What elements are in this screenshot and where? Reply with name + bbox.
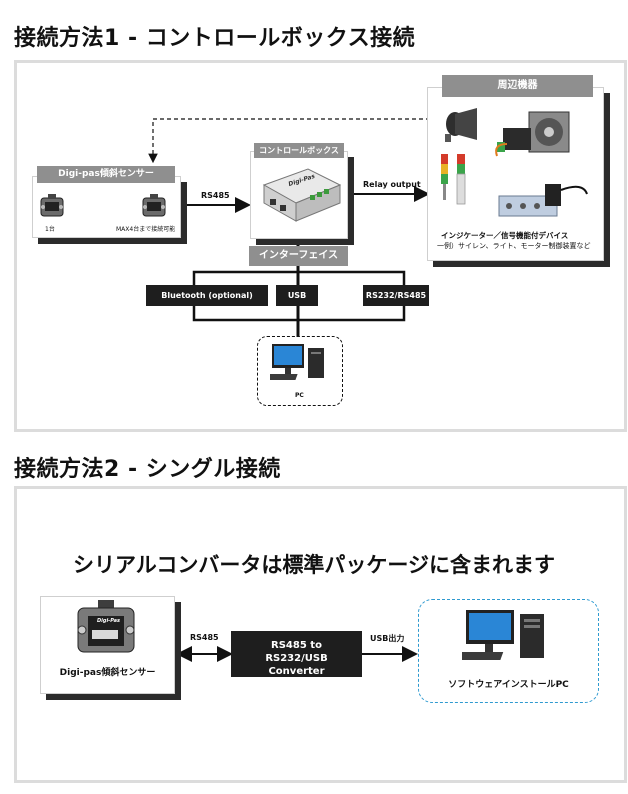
- sensor-caption-max: MAX4台まで接続可能: [116, 226, 176, 233]
- peripheral-caption-example: 一例）サイレン、ライト、モーター制御装置など: [437, 242, 591, 250]
- pc-box: [257, 336, 343, 406]
- control-box-title: コントロールボックス: [254, 143, 344, 158]
- interface-bluetooth: Bluetooth (optional): [146, 285, 268, 306]
- tilt-sensor-icon: [141, 194, 167, 220]
- peripheral-devices-illustration: [437, 104, 597, 226]
- stepper-motor-icon: [495, 111, 570, 157]
- solenoid-valve-icon: [498, 184, 588, 217]
- signal-tower-icon: [441, 154, 466, 205]
- tilt-sensor-icon: Digi-Pas: [74, 600, 138, 656]
- sensor-label: Digi-pas傾斜センサー: [59, 668, 156, 678]
- sensor-group-title: Digi-pas傾斜センサー: [37, 166, 175, 183]
- software-pc-label: ソフトウェアインストールPC: [448, 680, 569, 690]
- control-box-device-icon: Digi-Pas: [258, 163, 342, 227]
- serial-converter-box: RS485 to RS232/USB Converter: [231, 631, 362, 677]
- rs485-label: RS485: [201, 191, 230, 200]
- pc-label: PC: [295, 392, 304, 399]
- peripheral-title: 周辺機器: [442, 75, 593, 97]
- rs485-label: RS485: [190, 633, 219, 642]
- section1-heading: 接続方法1 - コントロールボックス接続: [14, 26, 416, 51]
- usb-output-label: USB出力: [370, 634, 405, 643]
- converter-included-headline: シリアルコンバータは標準パッケージに含まれます: [73, 553, 555, 577]
- software-pc-box: [418, 599, 599, 703]
- sensor-caption-single: 1台: [45, 226, 55, 233]
- desktop-pc-icon: [270, 340, 330, 388]
- desktop-pc-icon: [462, 606, 552, 670]
- siren-icon: [445, 108, 477, 142]
- interface-rs232-rs485: RS232/RS485: [363, 285, 429, 306]
- interface-title: インターフェイス: [249, 246, 348, 266]
- peripheral-caption-primary: インジケーター／信号機能付デバイス: [441, 231, 569, 240]
- sensor-brand: Digi-Pas: [97, 618, 120, 624]
- tilt-sensor-icon: [39, 194, 65, 220]
- interface-usb: USB: [276, 285, 318, 306]
- section2-heading: 接続方法2 - シングル接続: [14, 457, 281, 482]
- relay-output-label: Relay output: [363, 180, 421, 189]
